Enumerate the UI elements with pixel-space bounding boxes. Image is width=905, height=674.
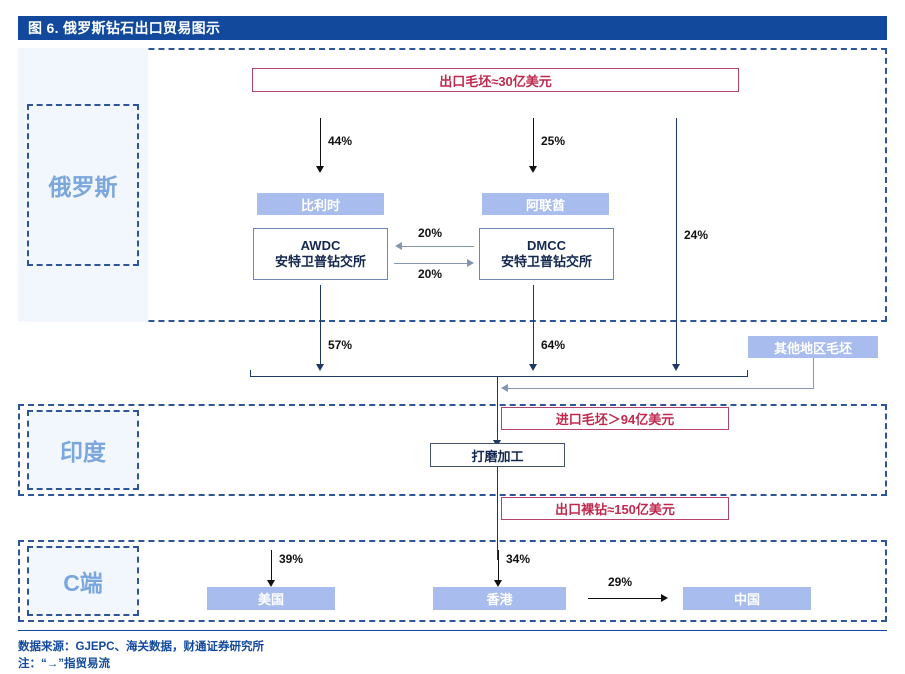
other-rough-feed-vertical	[813, 358, 814, 388]
node-import-rough[interactable]: 进口毛坯＞94亿美元	[501, 407, 729, 430]
node-other-rough-label: 其他地区毛坯	[773, 340, 852, 356]
node-awdc-line1: AWDC	[300, 237, 341, 253]
other-rough-feed-horizontal	[506, 388, 814, 389]
node-hongkong-label: 香港	[486, 592, 513, 607]
merge-bracket-left-tick	[250, 370, 251, 377]
node-usa-label: 美国	[257, 592, 284, 607]
node-awdc[interactable]: AWDC 安特卫普钻交所	[253, 228, 388, 280]
flow-pct-dmcc-to-awdc: 20%	[418, 226, 443, 240]
node-dmcc[interactable]: DMCC 安特卫普钻交所	[479, 228, 614, 280]
flow-arrowhead-to-hongkong	[494, 580, 502, 587]
node-dmcc-line2: 安特卫普钻交所	[500, 254, 592, 269]
region-label-russia: 俄罗斯	[18, 48, 148, 322]
flow-line-dmcc-to-awdc	[400, 246, 474, 247]
flow-arrowhead-hongkong-to-china	[661, 594, 668, 602]
flow-line-hongkong-to-china	[588, 598, 663, 599]
flow-pct-to-uae: 25%	[541, 134, 566, 148]
node-polishing[interactable]: 打磨加工	[430, 443, 565, 467]
node-uae[interactable]: 阿联酋	[482, 193, 609, 215]
flow-line-belgium-to-india	[320, 285, 321, 366]
flow-pct-to-belgium: 44%	[328, 134, 353, 148]
merge-bracket-horizontal	[250, 376, 748, 377]
node-export-rough-label: 出口毛坯≈30亿美元	[439, 73, 552, 89]
region-consumer	[18, 540, 887, 622]
flow-arrowhead-uae-to-india	[529, 364, 537, 371]
region-india	[18, 404, 887, 496]
flow-arrowhead-to-uae	[529, 166, 537, 173]
node-usa[interactable]: 美国	[207, 587, 335, 610]
node-uae-label: 阿联酋	[525, 197, 565, 213]
flow-line-to-uae	[533, 118, 534, 168]
node-dmcc-line1: DMCC	[527, 237, 566, 253]
node-awdc-line2: 安特卫普钻交所	[274, 254, 366, 269]
region-label-consumer: C端	[27, 546, 139, 616]
flow-line-uae-to-india	[533, 285, 534, 366]
node-export-polished[interactable]: 出口裸钻≈150亿美元	[501, 497, 729, 520]
flow-pct-uae-to-india: 64%	[541, 338, 566, 352]
other-rough-feed-arrowhead	[501, 384, 508, 392]
flow-arrowhead-awdc-to-dmcc	[467, 259, 474, 267]
node-china-label: 中国	[733, 592, 760, 607]
node-export-polished-label: 出口裸钻≈150亿美元	[555, 502, 675, 517]
flow-arrowhead-belgium-to-india	[316, 364, 324, 371]
flow-arrowhead-to-usa	[267, 580, 275, 587]
flow-pct-direct-to-india: 24%	[684, 228, 709, 242]
flow-arrowhead-dmcc-to-awdc	[395, 242, 402, 250]
node-hongkong[interactable]: 香港	[433, 587, 566, 610]
footer-source: 数据来源：GJEPC、海关数据，财通证券研究所	[18, 641, 264, 653]
footer-note: 注：“→”指贸易流	[18, 658, 110, 670]
node-export-rough[interactable]: 出口毛坯≈30亿美元	[252, 68, 739, 92]
region-label-india-text: 印度	[60, 439, 106, 465]
flow-line-direct-to-india	[676, 118, 677, 366]
flow-line-polishing-to-consumer	[497, 467, 498, 560]
node-belgium-label: 比利时	[300, 197, 340, 213]
flow-arrowhead-to-belgium	[316, 166, 324, 173]
node-import-rough-label: 进口毛坯＞94亿美元	[555, 412, 675, 427]
merge-bracket-right-tick	[747, 370, 748, 377]
node-china[interactable]: 中国	[683, 587, 811, 610]
region-label-russia-text: 俄罗斯	[48, 174, 118, 200]
flow-pct-to-hongkong: 34%	[506, 552, 531, 566]
page-title: 图 6. 俄罗斯钻石出口贸易图示	[28, 20, 221, 36]
flow-line-to-belgium	[320, 118, 321, 168]
merge-stem-to-polishing	[497, 376, 498, 442]
region-label-india: 印度	[27, 410, 139, 490]
figure-title-bar: 图 6. 俄罗斯钻石出口贸易图示	[18, 16, 887, 40]
flow-line-to-hongkong	[498, 550, 499, 582]
node-polishing-label: 打磨加工	[471, 448, 524, 464]
node-other-rough[interactable]: 其他地区毛坯	[748, 336, 878, 358]
node-belgium[interactable]: 比利时	[257, 193, 384, 215]
flow-line-to-usa	[271, 550, 272, 582]
flow-pct-belgium-to-india: 57%	[328, 338, 353, 352]
flow-line-awdc-to-dmcc	[394, 263, 468, 264]
flow-pct-hongkong-to-china: 29%	[608, 575, 633, 589]
region-label-consumer-text: C端	[63, 570, 103, 596]
footer-divider	[18, 630, 887, 631]
flow-pct-to-usa: 39%	[279, 552, 304, 566]
flow-arrowhead-direct-to-india	[672, 364, 680, 371]
flow-pct-awdc-to-dmcc: 20%	[418, 267, 443, 281]
